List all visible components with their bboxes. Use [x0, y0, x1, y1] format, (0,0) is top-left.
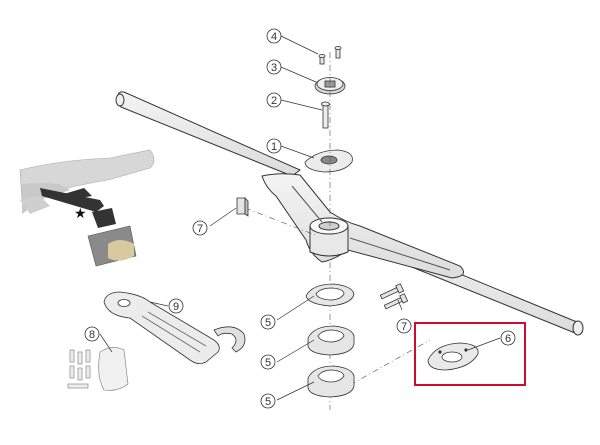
callout-8: 8 — [84, 326, 100, 342]
callout-9: 9 — [168, 298, 184, 314]
star-marker: ★ — [74, 206, 87, 222]
part-5-spacers — [305, 283, 355, 398]
callout-5-middle: 5 — [260, 354, 276, 370]
svg-text:1: 1 — [271, 141, 277, 153]
svg-text:9: 9 — [173, 301, 179, 313]
part-9-accessory-bracket — [103, 291, 246, 364]
callout-6: 6 — [500, 330, 516, 346]
svg-text:8: 8 — [89, 329, 95, 341]
svg-text:4: 4 — [271, 31, 277, 43]
svg-text:5: 5 — [265, 357, 271, 369]
part-1-top-cap — [304, 149, 353, 173]
inset-installed-view: ★ — [19, 149, 155, 267]
leader-lines — [99, 35, 501, 401]
spacer-top — [305, 283, 355, 307]
callout-4: 4 — [266, 28, 282, 44]
svg-text:5: 5 — [265, 396, 271, 408]
handlebar — [115, 91, 584, 336]
part-7-clip-upper — [236, 197, 249, 217]
svg-text:7: 7 — [197, 223, 203, 235]
callout-1: 1 — [266, 138, 282, 154]
part-7-bolts-lower — [379, 283, 409, 310]
svg-text:7: 7 — [401, 321, 407, 333]
callout-2: 2 — [266, 92, 282, 108]
svg-text:5: 5 — [265, 317, 271, 329]
callout-7-upper: 7 — [192, 220, 208, 236]
callouts: 4 3 2 1 7 9 8 5 5 5 7 6 — [84, 28, 516, 409]
part-8-hardware-set — [67, 347, 129, 391]
highlight-box — [414, 322, 526, 386]
callout-5-top: 5 — [260, 314, 276, 330]
svg-text:3: 3 — [271, 62, 277, 74]
part-2-bolt — [321, 101, 330, 129]
spacer-middle — [307, 325, 355, 356]
callout-3: 3 — [266, 59, 282, 75]
svg-text:6: 6 — [505, 333, 511, 345]
callout-5-bottom: 5 — [260, 393, 276, 409]
part-4-screws — [318, 46, 342, 65]
part-6-spacer-plate — [427, 342, 479, 371]
spacer-bottom — [307, 365, 355, 398]
svg-text:2: 2 — [271, 95, 277, 107]
callout-7-lower: 7 — [396, 318, 412, 334]
